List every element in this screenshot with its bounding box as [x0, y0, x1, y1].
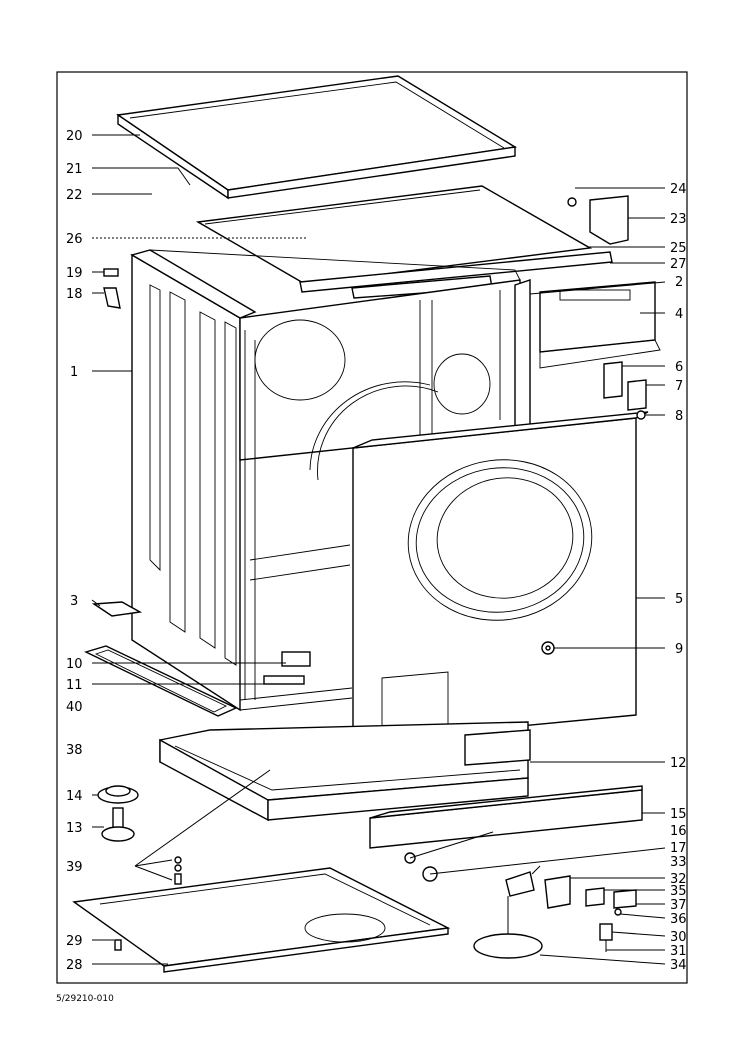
- callout-37: 37: [670, 898, 687, 913]
- part-control-bracket: [539, 281, 661, 369]
- callout-9: 9: [675, 642, 683, 657]
- callout-13: 13: [66, 821, 83, 836]
- callout-5: 5: [675, 592, 683, 607]
- callout-27: 27: [670, 257, 687, 272]
- callout-14: 14: [66, 789, 83, 804]
- part-mount-bracket: [91, 601, 143, 617]
- callout-26: 26: [66, 232, 83, 247]
- part-screws-39: [174, 856, 182, 885]
- callout-25: 25: [670, 241, 687, 256]
- callout-15: 15: [670, 807, 687, 822]
- part-inner-cover-plate: [195, 185, 593, 285]
- part-front-panel: [352, 411, 649, 743]
- part-top-rail: [299, 251, 613, 299]
- callout-19: 19: [66, 266, 83, 281]
- callout-3: 3: [70, 594, 78, 609]
- part-door-lock: [567, 195, 629, 245]
- part-hinge-bracket: [603, 361, 647, 420]
- callout-20: 20: [66, 129, 83, 144]
- leader-lines: [91, 134, 666, 965]
- callout-16: 16: [670, 824, 687, 839]
- callout-2: 2: [675, 275, 683, 290]
- callout-29: 29: [66, 934, 83, 949]
- callout-7: 7: [675, 379, 683, 394]
- callout-28: 28: [66, 958, 83, 973]
- part-side-strip: [514, 279, 531, 433]
- part-pin: [114, 939, 122, 951]
- reference-code: 5/29210-010: [56, 994, 114, 1004]
- callout-38: 38: [66, 743, 83, 758]
- part-small-fittings: [263, 651, 311, 685]
- part-top-cover: [116, 75, 518, 200]
- callout-12: 12: [670, 756, 687, 771]
- part-bracket: [464, 729, 531, 766]
- part-screw: [541, 641, 555, 655]
- part-cabinet: [130, 249, 521, 712]
- callout-21: 21: [66, 162, 83, 177]
- part-filter-cap: [404, 852, 438, 882]
- callout-35: 35: [670, 884, 687, 899]
- part-kick-plate: [369, 785, 643, 849]
- part-clips: [103, 268, 121, 309]
- callout-1: 1: [70, 365, 78, 380]
- callout-32: 32: [670, 872, 687, 887]
- callout-30: 30: [670, 930, 687, 945]
- part-base-frame: [159, 721, 529, 822]
- diagram-frame: [56, 71, 688, 984]
- callout-6: 6: [675, 360, 683, 375]
- callout-18: 18: [66, 287, 83, 302]
- callout-24: 24: [670, 182, 687, 197]
- part-base-plate: [72, 867, 451, 973]
- callout-33: 33: [670, 855, 687, 870]
- callout-40: 40: [66, 700, 83, 715]
- callout-22: 22: [66, 188, 83, 203]
- callout-23: 23: [670, 212, 687, 227]
- callout-11: 11: [66, 678, 83, 693]
- callout-8: 8: [675, 409, 683, 424]
- callout-31: 31: [670, 944, 687, 959]
- part-foot: [97, 785, 139, 842]
- callout-39: 39: [66, 860, 83, 875]
- callout-4: 4: [675, 307, 683, 322]
- callout-34: 34: [670, 958, 687, 973]
- part-pump-assembly: [473, 871, 637, 959]
- callout-labels: 20 21 22 24 23 26 25 27 19 18 2 4 1 6 7 …: [66, 129, 687, 973]
- callout-36: 36: [670, 912, 687, 927]
- callout-10: 10: [66, 657, 83, 672]
- callout-17: 17: [670, 841, 687, 856]
